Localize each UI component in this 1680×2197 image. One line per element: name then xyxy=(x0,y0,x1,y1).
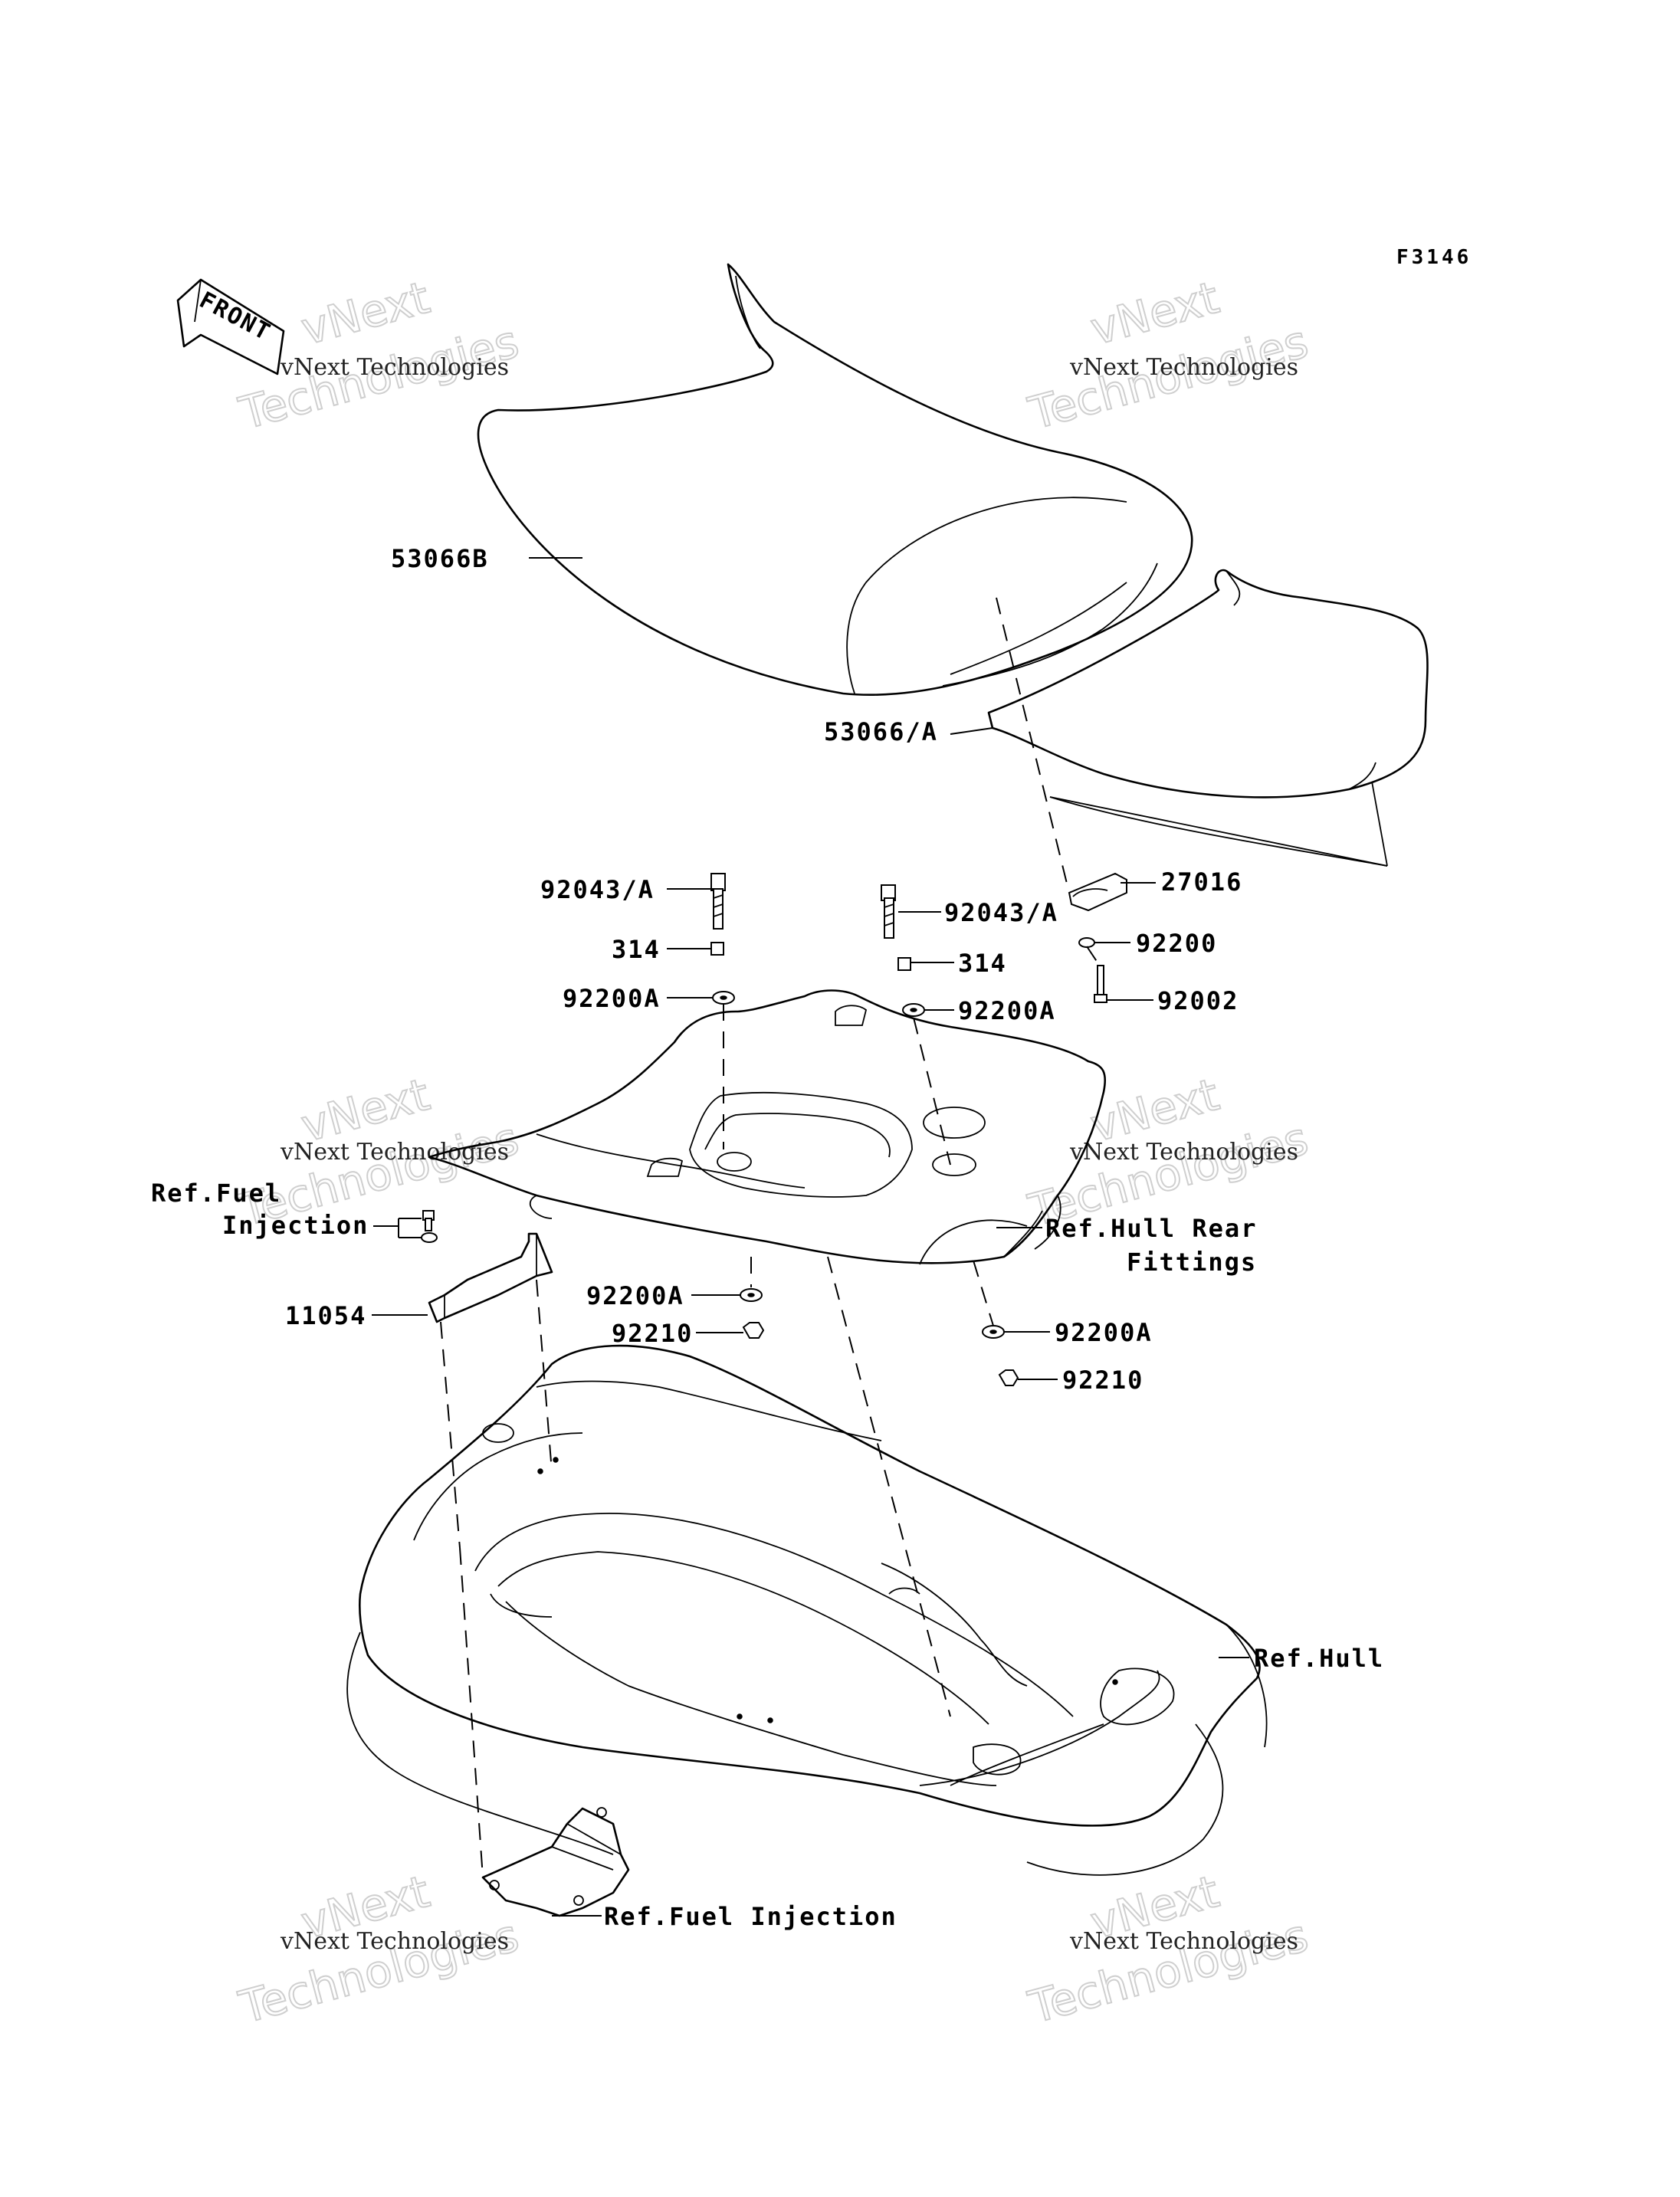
washer-center-icon xyxy=(740,1288,763,1302)
callout-314-left: 314 xyxy=(612,935,661,964)
callout-11054: 11054 xyxy=(285,1301,366,1330)
callout-53066b: 53066B xyxy=(391,544,489,573)
hull-rear-fittings xyxy=(428,989,1107,1265)
svg-text:vNext Technologies: vNext Technologies xyxy=(1069,1928,1298,1955)
callout-ref-fuel-injection-top-1: Ref.Fuel xyxy=(151,1179,281,1208)
washer-92200-icon xyxy=(1078,937,1095,948)
callout-53066a: 53066/A xyxy=(824,717,938,746)
svg-text:vNext Technologies: vNext Technologies xyxy=(280,354,509,381)
nut-314-right-icon xyxy=(897,957,911,971)
hull xyxy=(346,1344,1268,1876)
callout-92002: 92002 xyxy=(1157,986,1239,1015)
fuel-injection-bracket xyxy=(481,1807,630,1917)
assembly-lines xyxy=(440,597,1101,1878)
watermark-mid-right: vNext Technologies vNext Technologies xyxy=(1022,1067,1314,1238)
svg-text:vNext Technologies: vNext Technologies xyxy=(280,1139,509,1166)
figure-code: F3146 xyxy=(1396,246,1472,269)
svg-text:vNext Technologies: vNext Technologies xyxy=(280,1928,509,1955)
callout-92200a-center: 92200A xyxy=(586,1281,684,1310)
bolt-left-icon xyxy=(710,873,726,930)
callout-ref-hull-rear-2: Fittings xyxy=(1127,1248,1257,1277)
watermark-top-right: vNext Technologies vNext Technologies xyxy=(1022,271,1314,441)
bolt-fuel-injection-icon xyxy=(422,1210,435,1231)
callout-27016: 27016 xyxy=(1161,867,1242,897)
svg-text:vNext Technologies: vNext Technologies xyxy=(1069,354,1298,381)
callout-ref-fuel-injection-bottom: Ref.Fuel Injection xyxy=(604,1902,897,1931)
callout-92200: 92200 xyxy=(1136,929,1217,958)
front-arrow-icon: FRONT xyxy=(176,278,285,375)
watermark-bottom-left: vNext Technologies vNext Technologies xyxy=(233,1864,524,2035)
callout-92043a-right: 92043/A xyxy=(944,898,1058,927)
washer-fuel-injection-icon xyxy=(421,1232,438,1243)
callout-92210-right-low: 92210 xyxy=(1062,1366,1144,1395)
bolt-right-icon xyxy=(881,884,896,939)
watermark-bottom-right: vNext Technologies vNext Technologies xyxy=(1022,1864,1314,2035)
washer-left-top-icon xyxy=(712,991,735,1005)
rear-seat-53066a xyxy=(987,569,1429,867)
pin-92002-icon xyxy=(1094,965,1107,1003)
callout-ref-hull: Ref.Hull xyxy=(1254,1644,1384,1673)
lock-27016-icon xyxy=(1068,872,1127,912)
callout-92210-center: 92210 xyxy=(612,1319,693,1348)
leader-lines xyxy=(372,557,1249,1917)
nut-center-icon xyxy=(742,1322,765,1339)
washer-right-top-icon xyxy=(902,1003,925,1017)
washer-right-low-icon xyxy=(982,1325,1005,1339)
nut-right-low-icon xyxy=(998,1369,1019,1386)
callout-92200a-left-top: 92200A xyxy=(563,984,661,1013)
watermark-top-left: vNext Technologies vNext Technologies xyxy=(233,271,524,441)
callout-92200a-right-low: 92200A xyxy=(1055,1318,1153,1347)
callout-92043a-left: 92043/A xyxy=(540,875,655,904)
callout-92200a-right-top: 92200A xyxy=(958,996,1056,1025)
callout-ref-hull-rear-1: Ref.Hull Rear xyxy=(1045,1214,1257,1243)
nut-314-left-icon xyxy=(710,942,724,956)
svg-text:vNext Technologies: vNext Technologies xyxy=(1069,1139,1298,1166)
callout-ref-fuel-injection-top-2: Injection xyxy=(222,1211,369,1240)
callout-314-right: 314 xyxy=(958,949,1007,978)
front-seat-53066b xyxy=(477,263,1193,697)
bracket-11054 xyxy=(428,1232,553,1323)
